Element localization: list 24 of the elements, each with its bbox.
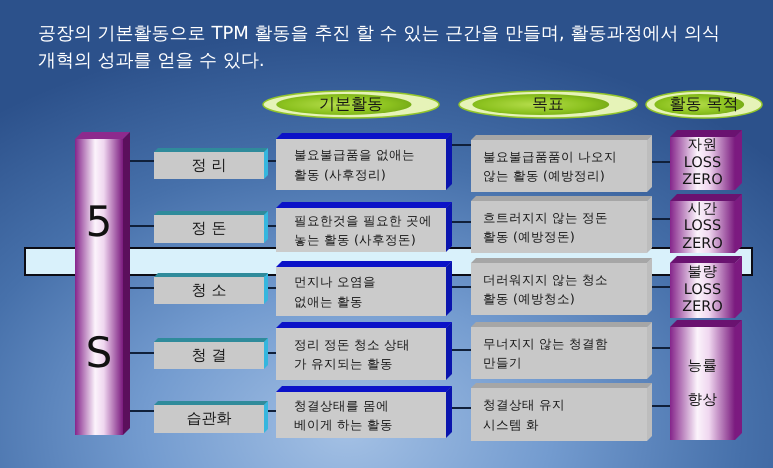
title-text: 공장의 기본활동으로 TPM 활동을 추진 할 수 있는 근간을 만들며, 활동과정에서 의식 개혁의 성과를 얻을 수 있다. [38,22,722,73]
connector-line [268,410,276,412]
connector-line [652,218,670,220]
connector-line [652,161,670,163]
connector-line [652,405,670,407]
header-oval: 목표 [458,90,638,119]
connector-line [268,352,276,354]
connector-line [130,410,154,412]
connector-line [268,225,276,227]
connector-line [652,347,670,349]
header-oval: 활동 목적 [645,90,763,119]
header-oval: 기본활동 [262,90,440,119]
connector-line [452,349,471,351]
connector-line [652,286,670,288]
connector-line [452,286,471,288]
connector-line [452,144,471,146]
connector-line [130,287,154,289]
connector-line [452,407,471,409]
connector-line [268,287,276,289]
connector-line [130,352,154,354]
connector-line [130,160,154,162]
connector-line [130,225,154,227]
connector-line [268,160,276,162]
connector-line [452,221,471,223]
